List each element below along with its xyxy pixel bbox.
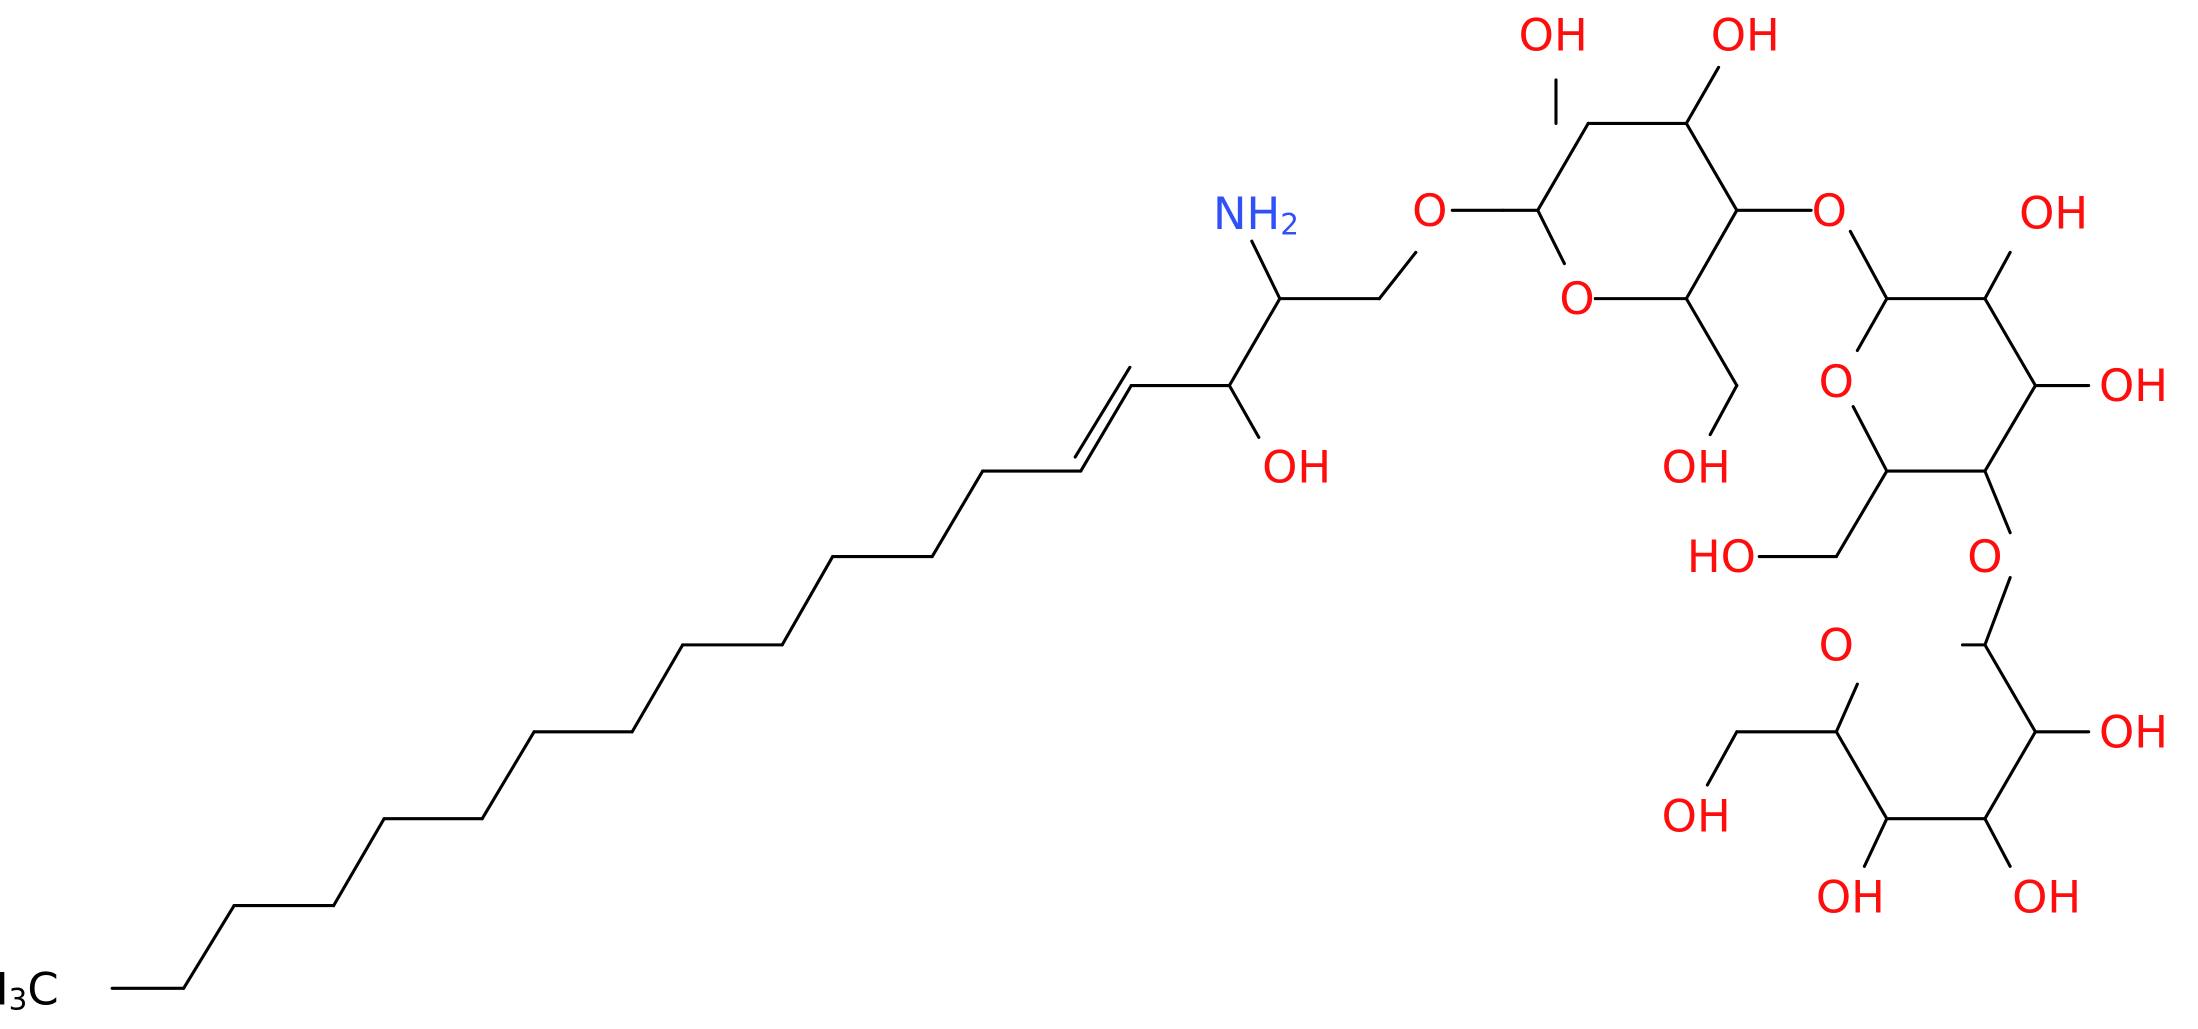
methyl-label-h: H — [0, 962, 9, 1015]
ring1-oh-bond — [1684, 65, 1721, 125]
ring1-ch2oh-bond — [1708, 383, 1739, 437]
ring3-hydroxyl-label-b: OH — [2012, 871, 2081, 924]
ring3-hydroxyl-label-a: OH — [2099, 705, 2168, 758]
ring2-hydroxymethyl-label: HO — [1687, 530, 1756, 583]
ring2-hydroxyl-label-b: OH — [2099, 359, 2168, 412]
ring2-bond — [1848, 229, 1889, 301]
ring1-oxygen-label: O — [1559, 272, 1594, 325]
alkyl-chain-bond — [1079, 383, 1133, 473]
ring1-hydroxymethyl-label: OH — [1662, 440, 1731, 493]
amine-bond — [1250, 239, 1282, 301]
ring2-oh-bond — [1983, 250, 2012, 301]
ring3-bond — [1834, 730, 1889, 821]
ring1-bond — [1684, 121, 1739, 212]
ether-oxygen-label: O — [1412, 184, 1447, 237]
ring3-oxygen-label: O — [1819, 618, 1854, 671]
ring1-hydroxyl-label-a: OH — [1519, 9, 1588, 62]
ring3-ch2oh-bond — [1705, 730, 1739, 787]
ring1-hydroxyl-label-b: OH — [1711, 9, 1780, 62]
alkyl-chain-bond — [480, 730, 536, 821]
ring3-hydroxyl-label-c: OH — [1816, 871, 1885, 924]
amine-label-subscript: 2 — [1280, 207, 1299, 241]
ring1-bond — [1536, 208, 1566, 266]
amine-label-main: NH — [1213, 187, 1280, 240]
methyl-label: H3C — [0, 962, 59, 1017]
glycosidic-oxygen-label-1: O — [1812, 184, 1847, 237]
alkyl-chain-bond — [332, 817, 386, 908]
glycosidic-bond — [1983, 469, 2012, 535]
double-bond-inner — [1073, 365, 1132, 459]
methyl-label-c: C — [27, 962, 58, 1015]
ring2-ch2-bond — [1834, 469, 1889, 559]
hydroxyl-bond — [1227, 383, 1261, 439]
methyl-label-subscript: 3 — [9, 983, 28, 1017]
ring2-bond — [1983, 297, 2037, 388]
glycosidic-oxygen-label-2: O — [1967, 530, 2002, 583]
amine-label: NH2 — [1213, 187, 1299, 242]
ring3-bond — [1834, 682, 1859, 734]
ring2-bond — [1851, 405, 1889, 473]
alkyl-chain-bond — [630, 643, 685, 734]
ring1-bond — [1536, 121, 1590, 212]
ring1-ch2-bond — [1684, 297, 1739, 388]
alkyl-chain-bond — [1377, 250, 1418, 301]
alkyl-chain-bond — [930, 469, 985, 559]
bond-layer — [110, 65, 2091, 990]
atom-label-layer: NH2OHOOOHOHOHOOOHOHHOOOOHOHOHOHH3C — [0, 9, 2168, 1017]
ring3-oh-bond — [1983, 817, 2012, 868]
ring1-bond — [1684, 208, 1739, 301]
ring3-hydroxymethyl-label: OH — [1662, 789, 1731, 842]
ring2-oxygen-label: O — [1819, 355, 1854, 408]
ring3-bond — [1983, 730, 2037, 821]
alkyl-chain-bond — [780, 555, 835, 647]
alkyl-chain-bond — [1227, 297, 1282, 388]
ring2-hydroxyl-label-a: OH — [2019, 187, 2088, 240]
hydroxyl-label-chain: OH — [1262, 440, 1331, 493]
ring3-oh-bond — [1862, 817, 1889, 868]
alkyl-chain-bond — [182, 904, 236, 990]
ring3-bond — [1983, 576, 2012, 647]
ring2-bond — [1855, 297, 1889, 353]
ring2-bond — [1983, 383, 2037, 473]
ring3-bond — [1983, 643, 2037, 734]
